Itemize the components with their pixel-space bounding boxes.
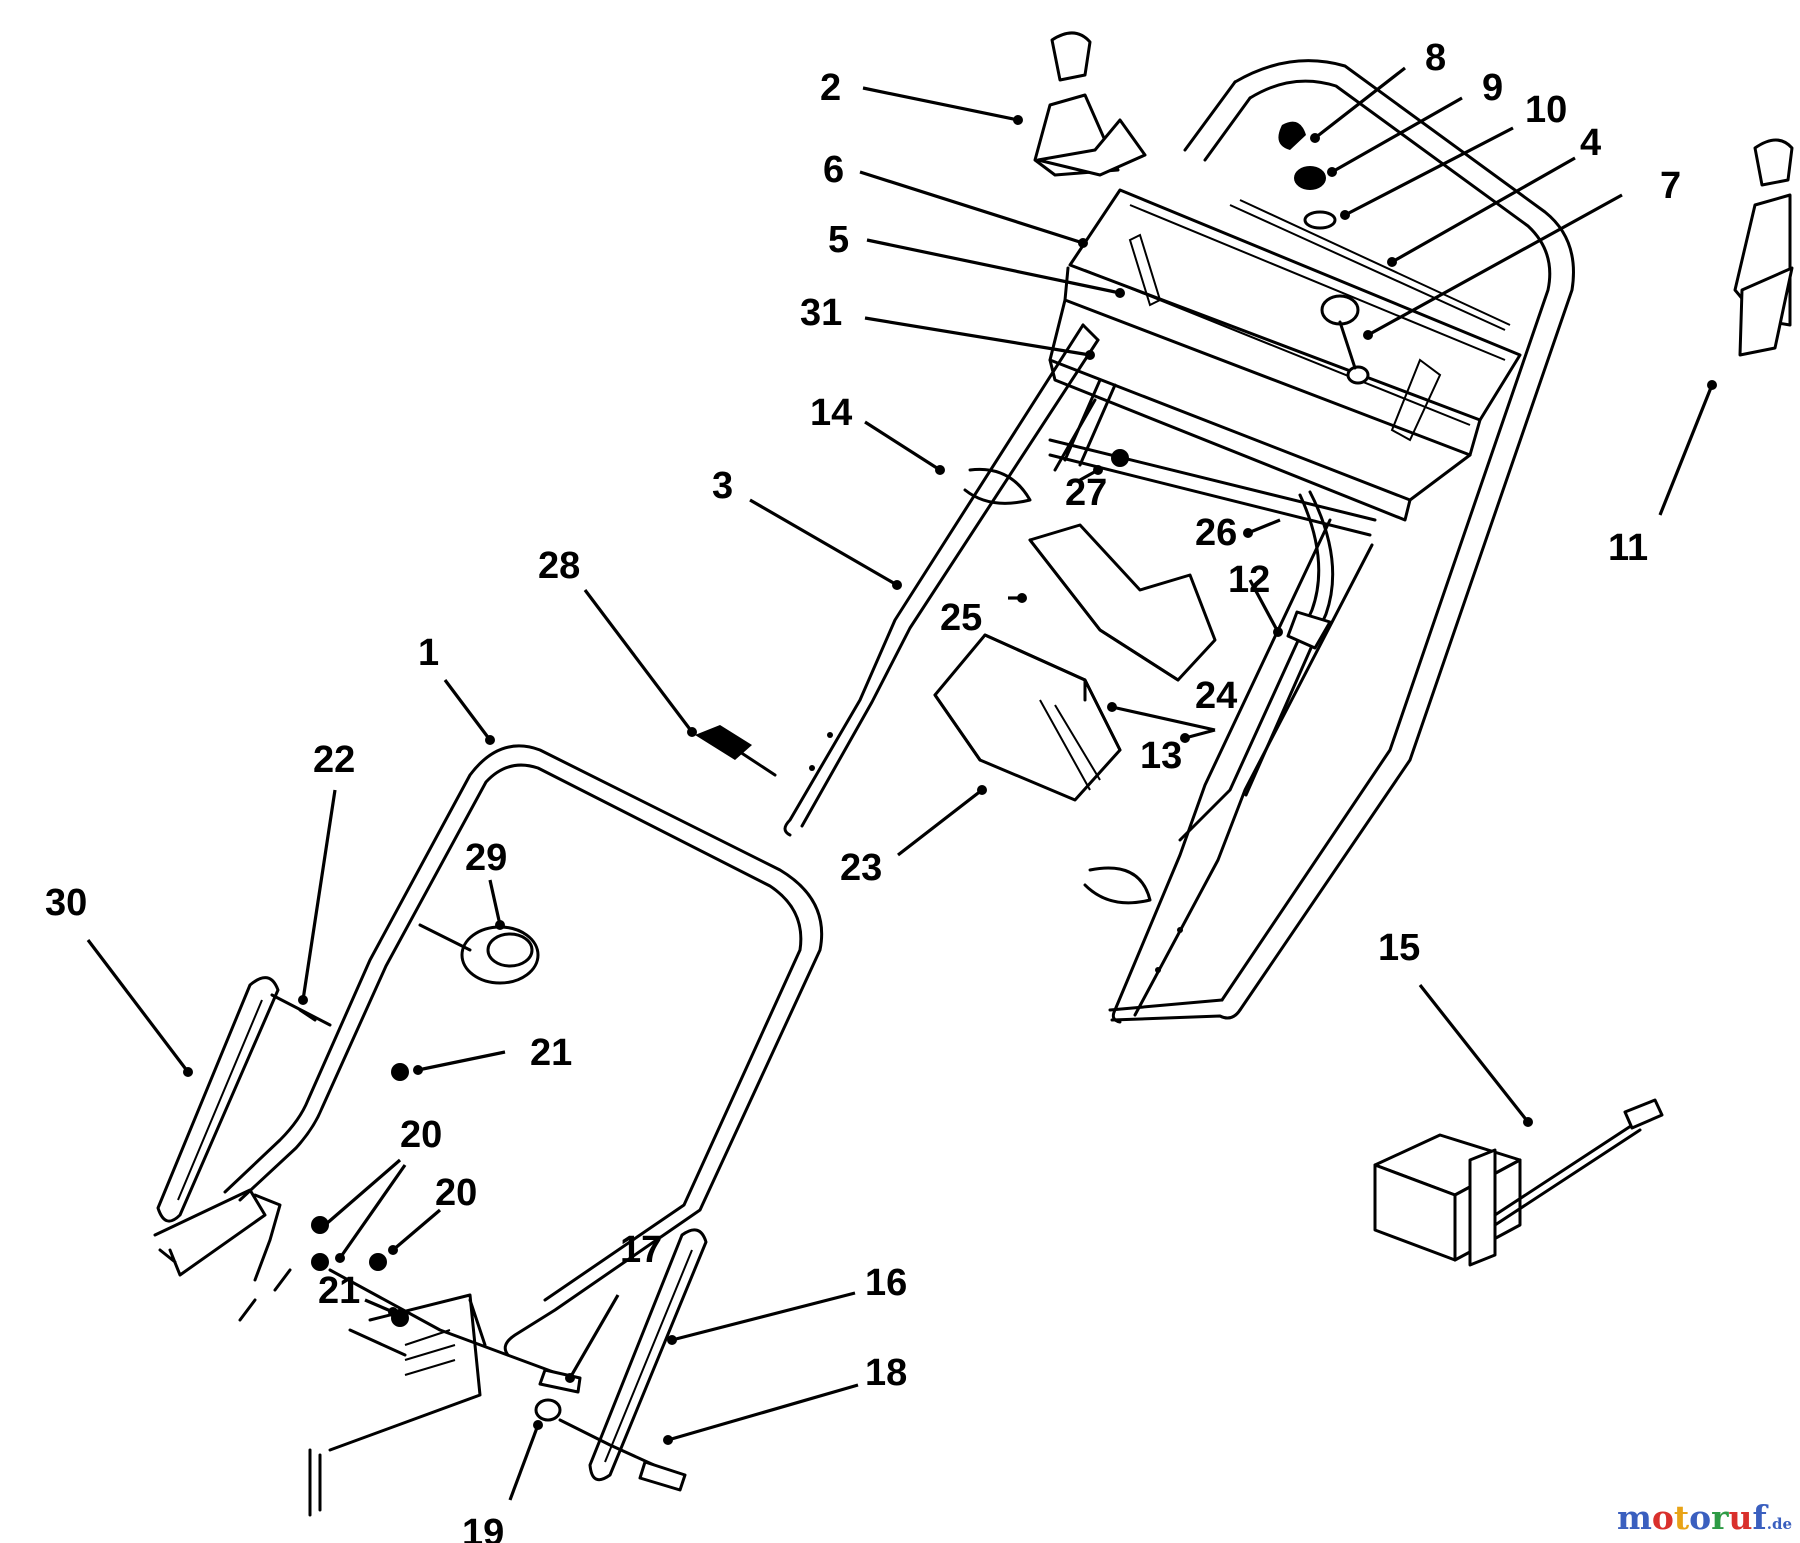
callout-21b: 21	[318, 1270, 360, 1312]
knob-drawing	[418, 923, 540, 985]
callout-29: 29	[465, 837, 507, 879]
callout-10: 10	[1525, 89, 1567, 131]
callout-21a: 21	[530, 1032, 572, 1074]
callout-labels: 2 6 5 31 14 3 8 9 10 4 7 11 26 27 12 25 …	[45, 37, 1681, 1543]
callout-6: 6	[823, 149, 844, 191]
callout-16: 16	[865, 1262, 907, 1304]
leader-2	[862, 86, 1019, 122]
leader-3	[749, 498, 898, 587]
callout-28: 28	[538, 545, 580, 587]
leader-6	[859, 170, 1084, 245]
left-plate-drawing	[156, 976, 332, 1223]
watermark-letter-t: t	[1673, 1498, 1690, 1537]
leader-13	[1184, 728, 1216, 740]
leader-21c	[364, 1298, 394, 1314]
callout-13: 13	[1140, 735, 1182, 777]
callout-26: 26	[1195, 512, 1237, 554]
callout-14: 14	[810, 392, 852, 434]
callout-11: 11	[1608, 527, 1648, 569]
charger-drawing	[1373, 1098, 1664, 1267]
callout-20b: 20	[435, 1172, 477, 1214]
leader-15	[1418, 984, 1530, 1123]
leader-12	[1248, 579, 1280, 633]
leader-8	[1314, 66, 1406, 140]
callout-8: 8	[1425, 37, 1446, 79]
callout-24: 24	[1195, 675, 1237, 717]
callout-25: 25	[940, 597, 982, 639]
watermark-suffix: .de	[1766, 1515, 1792, 1533]
watermark-letter-f: f	[1752, 1498, 1767, 1537]
leader-lines	[86, 66, 1717, 1501]
leader-26	[1247, 518, 1281, 535]
callout-31: 31	[800, 292, 842, 334]
callout-15: 15	[1378, 927, 1420, 969]
callout-4: 4	[1580, 122, 1601, 164]
callout-12: 12	[1228, 559, 1270, 601]
leader-22	[301, 789, 337, 1001]
leader-23	[897, 788, 983, 857]
leader-11	[1658, 384, 1714, 516]
clip-ring-lower	[1083, 866, 1152, 905]
leader-18	[667, 1383, 859, 1442]
leader-20a-1	[323, 1158, 402, 1227]
callout-18: 18	[865, 1352, 907, 1394]
clip-ring-upper	[963, 467, 1032, 505]
callout-19: 19	[462, 1512, 504, 1543]
leader-29	[488, 879, 502, 926]
side-lever-11-drawing	[1733, 138, 1794, 357]
leader-4	[1391, 156, 1576, 264]
lower-handle-drawing	[223, 744, 824, 1357]
upper-handle-drawing	[783, 59, 1575, 1024]
leader-28	[583, 589, 694, 733]
watermark-letter-r: r	[1711, 1498, 1729, 1537]
side-lever-2-drawing	[1033, 31, 1147, 177]
watermark-letter-o2: o	[1689, 1498, 1712, 1537]
callout-3: 3	[712, 465, 733, 507]
leader-21a	[417, 1050, 506, 1072]
control-panel-drawing	[1048, 121, 1522, 522]
leader-14	[864, 420, 941, 472]
leader-9	[1331, 96, 1463, 174]
leader-31	[864, 316, 1091, 357]
leader-19	[508, 1424, 540, 1501]
callout-27: 27	[1065, 472, 1107, 514]
callout-5: 5	[828, 219, 849, 261]
leader-17	[568, 1294, 620, 1379]
leader-24	[1111, 705, 1216, 732]
callout-23: 23	[840, 847, 882, 889]
watermark-letter-m: m	[1616, 1498, 1652, 1537]
leader-20b	[391, 1208, 442, 1252]
leader-20a-2	[338, 1164, 407, 1259]
leader-16	[671, 1291, 856, 1342]
callout-9: 9	[1482, 67, 1503, 109]
leader-1	[443, 679, 492, 741]
callout-1: 1	[418, 632, 439, 674]
leader-30	[86, 939, 190, 1073]
callout-20a: 20	[400, 1114, 442, 1156]
motoruf-watermark-logo: motoruf.de	[1617, 1498, 1792, 1537]
battery-drawing	[933, 523, 1217, 802]
watermark-letter-u: u	[1728, 1498, 1753, 1537]
leader-10	[1344, 126, 1514, 217]
bolt-28-drawing	[695, 725, 777, 777]
callout-22: 22	[313, 739, 355, 781]
callout-17: 17	[620, 1229, 662, 1271]
callout-2: 2	[820, 67, 841, 109]
leader-5	[866, 238, 1121, 295]
watermark-letter-o1: o	[1651, 1498, 1674, 1537]
callout-30: 30	[45, 882, 87, 924]
leader-7	[1367, 193, 1623, 337]
right-plate-drawing	[588, 1228, 708, 1482]
cable-drawing	[1178, 490, 1335, 842]
callout-7: 7	[1660, 165, 1681, 207]
